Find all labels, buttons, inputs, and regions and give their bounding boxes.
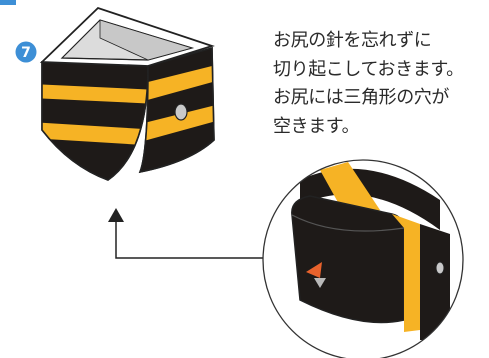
side-stripe-1: [140, 64, 214, 102]
front-stripes: [42, 84, 148, 146]
callout-arrow: [108, 208, 263, 259]
step-badge: 7: [15, 41, 37, 63]
front-stripe-1: [42, 84, 148, 104]
triangle-icon: [306, 262, 326, 288]
instruction-text: お尻の針を忘れずに 切り起こしておきます。 お尻には三角形の穴が 空きます。: [273, 27, 485, 141]
step-badge-circle: [15, 41, 37, 63]
side-stripe-2: [140, 104, 214, 142]
zoom-detail: [262, 159, 464, 358]
instruction-line: 切り起こしておきます。: [273, 58, 464, 80]
step-number: 7: [21, 45, 31, 61]
corner-tab: [0, 0, 16, 5]
zoom-bottom-face: [291, 195, 405, 324]
front-stripe-2: [42, 122, 148, 146]
box-front: [41, 61, 149, 181]
box-illustration: [39, 6, 215, 181]
arrow-up-icon: [115, 222, 263, 259]
side-stripes: [140, 64, 214, 142]
zoom-side-stripe: [392, 214, 420, 332]
instruction-line: お尻には三角形の穴が: [273, 87, 449, 108]
side-hole: [174, 103, 188, 121]
instruction-line: お尻の針を忘れずに: [273, 30, 432, 51]
instruction-line: 空きます。: [273, 115, 360, 137]
